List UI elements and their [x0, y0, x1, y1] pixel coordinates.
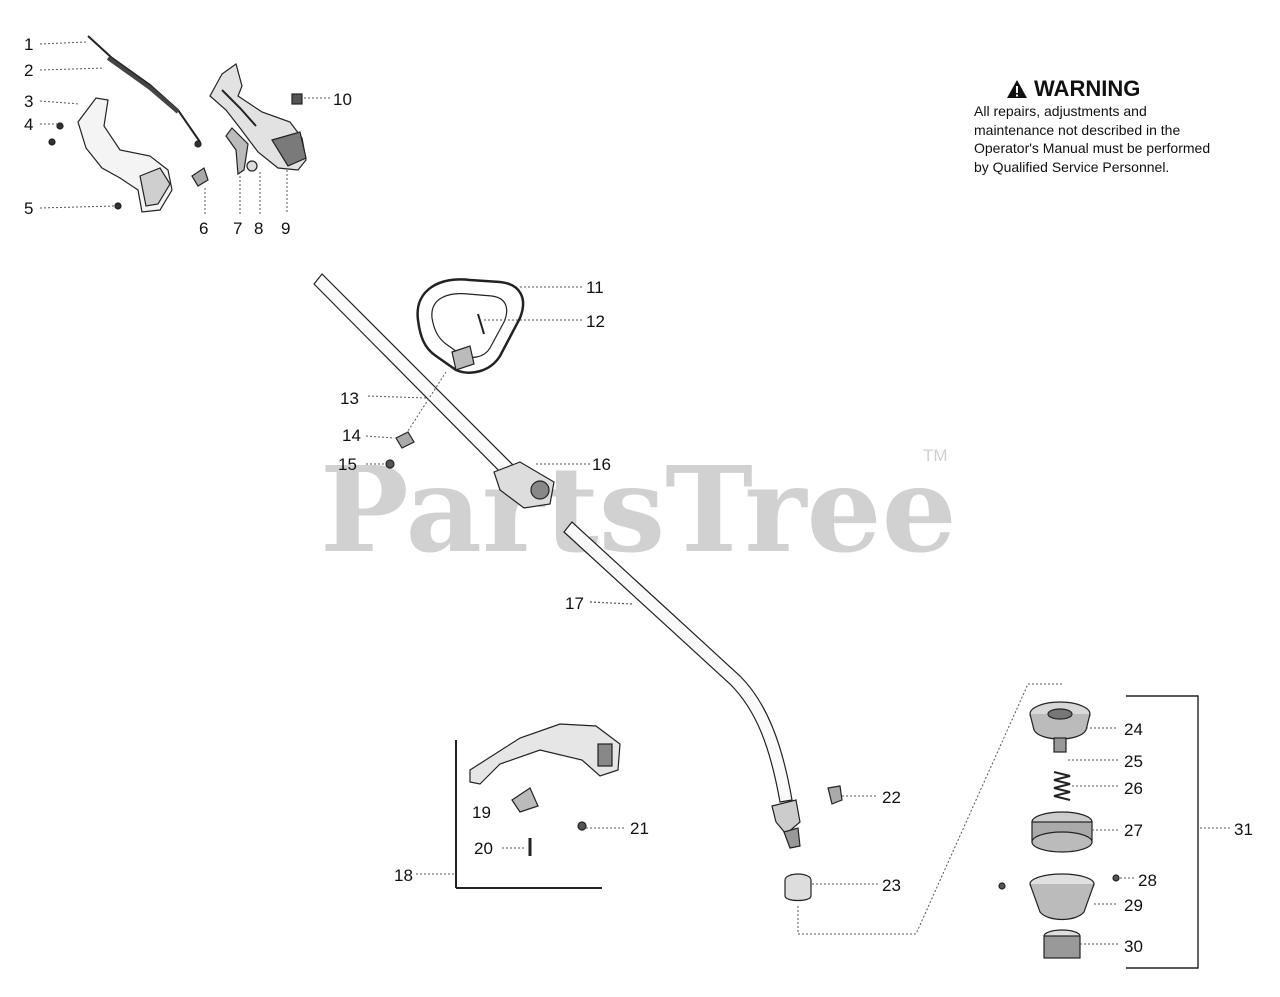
- shaft-coupler: [493, 461, 555, 509]
- warning-notice: WARNING All repairs, adjustments and mai…: [974, 76, 1264, 176]
- part-label-1: 1: [24, 35, 33, 54]
- part-label-12: 12: [586, 312, 605, 331]
- clamp: [395, 431, 415, 449]
- trademark-mark: TM: [923, 446, 948, 465]
- trigger-handle-housing: [209, 63, 307, 171]
- switch-knob: [291, 93, 303, 105]
- adapter-sleeve: [784, 873, 812, 902]
- part-label-7: 7: [233, 219, 242, 238]
- part-label-23: 23: [882, 876, 901, 895]
- part-label-2: 2: [24, 61, 33, 80]
- screw-4: [56, 122, 64, 130]
- outer-spool-housing: [1029, 873, 1095, 921]
- warning-text: All repairs, adjustments and maintenance…: [974, 103, 1211, 175]
- pin-clip: [827, 785, 843, 805]
- part-label-29: 29: [1124, 896, 1143, 915]
- bump-knob: [1043, 929, 1081, 959]
- part-label-20: 20: [474, 839, 493, 858]
- warning-triangle-icon: [1007, 80, 1027, 98]
- line-spool: [1031, 811, 1093, 853]
- warning-title: WARNING: [1034, 76, 1141, 101]
- lower-curved-shaft: [563, 521, 801, 849]
- part-label-26: 26: [1124, 779, 1143, 798]
- trigger: [225, 127, 249, 176]
- part-label-21: 21: [630, 819, 649, 838]
- part-label-6: 6: [199, 219, 208, 238]
- part-label-31: 31: [1234, 820, 1253, 839]
- part-label-13: 13: [340, 389, 359, 408]
- part-label-15: 15: [338, 455, 357, 474]
- part-label-8: 8: [254, 219, 263, 238]
- screw-5: [114, 202, 122, 210]
- washer: [246, 160, 258, 172]
- cable-clip: [191, 167, 209, 187]
- parts-tree-watermark: PartsTree: [320, 440, 957, 579]
- part-label-19: 19: [472, 803, 491, 822]
- part-label-9: 9: [281, 219, 290, 238]
- part-label-3: 3: [24, 92, 33, 111]
- part-label-25: 25: [1124, 752, 1143, 771]
- spring: [1053, 771, 1071, 801]
- assembly-bracket: [1126, 695, 1199, 969]
- part-label-27: 27: [1124, 821, 1143, 840]
- part-label-18: 18: [394, 866, 413, 885]
- part-label-5: 5: [24, 199, 33, 218]
- loop-handle: [416, 278, 525, 374]
- handle-bolt: [477, 313, 485, 335]
- part-label-11: 11: [586, 278, 604, 297]
- part-label-14: 14: [342, 426, 361, 445]
- eyelet: [998, 882, 1006, 890]
- part-label-4: 4: [24, 115, 33, 134]
- part-label-22: 22: [882, 788, 901, 807]
- trimmer-head-drum: [1029, 701, 1091, 740]
- part-label-10: 10: [333, 90, 352, 109]
- throttle-cable: [87, 35, 201, 143]
- bolt: [1053, 737, 1067, 753]
- part-label-30: 30: [1124, 937, 1143, 956]
- part-label-28: 28: [1138, 871, 1157, 890]
- part-label-24: 24: [1124, 720, 1143, 739]
- handle-cover-left: [77, 97, 173, 213]
- blade: [511, 787, 539, 813]
- guard-frame: [455, 740, 602, 889]
- part-label-17: 17: [565, 594, 584, 613]
- guard-screw: [577, 821, 587, 831]
- grass-shield: [469, 723, 621, 785]
- warning-heading: WARNING: [1006, 76, 1264, 102]
- part-label-16: 16: [592, 455, 611, 474]
- clamp-screw: [385, 459, 395, 469]
